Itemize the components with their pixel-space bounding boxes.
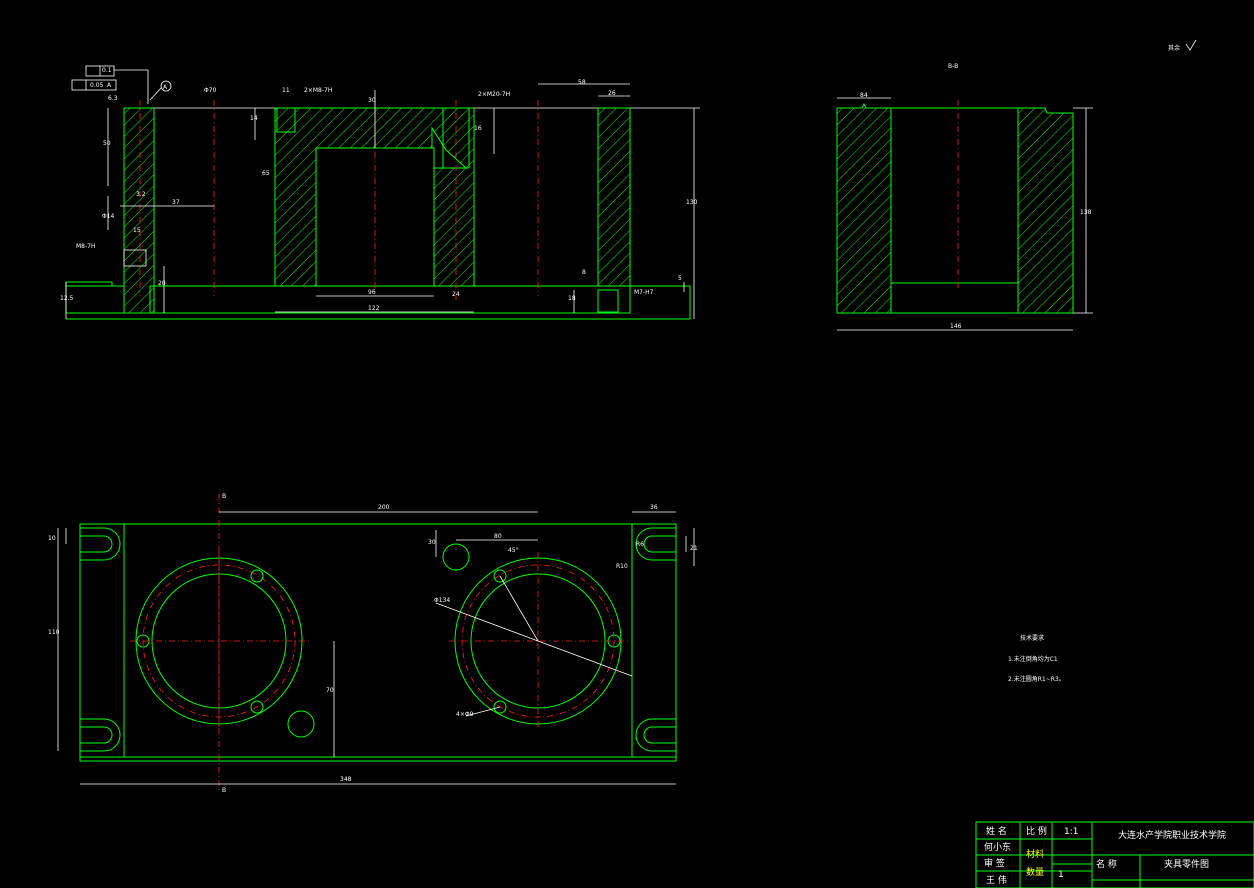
tb-name-label: 名 称 [1096, 858, 1117, 870]
roughness-note: 其余 [1168, 44, 1180, 52]
side-section-view [836, 97, 1093, 331]
top-dim-80: 80 [494, 533, 502, 540]
tb-r1c1: 姓 名 [986, 825, 1007, 837]
dim-phi14: Φ14 [102, 213, 115, 220]
dim-5: 5 [678, 275, 682, 282]
technical-notes: 技术要求 1.未注倒角均为C1 2.未注圆角R1~R3。 [1008, 634, 1065, 683]
tb-r1c2: 比 例 [1026, 825, 1047, 837]
title-block-text: 姓 名 比 例 1:1 何小东 材料 审 签 数量 1 王 伟 大连水产学院职业… [984, 825, 1226, 886]
dim-15: 15 [133, 227, 141, 234]
dim-3-2: 3.2 [136, 191, 146, 198]
top-dim-30: 30 [428, 539, 436, 546]
title-block [975, 821, 1254, 888]
side-dim-84: 84 [860, 92, 868, 99]
top-dim-348: 348 [340, 776, 352, 783]
top-dim-10: 10 [48, 535, 56, 542]
datum-a: A [163, 84, 168, 91]
notes-title: 技术要求 [1020, 634, 1044, 642]
dim-122: 122 [368, 305, 380, 312]
top-dim-r10: R10 [616, 563, 628, 570]
top-dim-r6: R6 [636, 541, 644, 548]
top-dim-21: 21 [690, 545, 698, 552]
dim-6-3: 6.3 [108, 95, 118, 102]
front-section-view [65, 65, 700, 320]
dim-8: 8 [582, 269, 586, 276]
top-dim-phi134: Φ134 [434, 597, 450, 604]
dim-m8: M8-7H [76, 243, 96, 250]
side-dim-138: 138 [1080, 209, 1092, 216]
side-dim-146: 146 [950, 323, 962, 330]
perp-value: 0.05 [90, 82, 104, 89]
tb-r1c3: 1:1 [1064, 827, 1078, 837]
b-mark-top: B [222, 493, 226, 500]
dim-20: 20 [158, 280, 166, 287]
tb-r4c1: 王 伟 [986, 874, 1007, 886]
b-mark-bottom: B [222, 787, 226, 794]
top-view [57, 494, 695, 792]
dim-m7: M7-H7 [634, 289, 654, 296]
dim-2m8: 2×M8-7H [304, 87, 332, 94]
tb-r2c1: 何小东 [984, 841, 1011, 853]
top-dim-45: 45° [508, 547, 519, 554]
top-dim-36: 36 [650, 504, 658, 511]
dim-130: 130 [686, 199, 698, 206]
tb-r3c3: 1 [1058, 870, 1064, 880]
front-view-labels: 0.1 0.05 A A Φ70 2×M8-7H 2×M20-7H 58 26 … [60, 67, 698, 312]
dim-14: 14 [250, 115, 258, 122]
top-dim-110: 110 [48, 629, 60, 636]
flatness-value: 0.1 [102, 67, 112, 74]
tb-drawing-name: 夹具零件图 [1164, 858, 1209, 870]
top-dim-70: 70 [326, 687, 334, 694]
perp-ref: A [107, 82, 112, 89]
dim-58: 58 [578, 79, 586, 86]
tb-r2c2: 材料 [1026, 848, 1044, 860]
top-dim-200: 200 [378, 504, 390, 511]
dim-11: 11 [282, 87, 290, 94]
top-dim-holes: 4×Φ9 [456, 711, 474, 718]
dim-37: 37 [172, 199, 180, 206]
dim-18: 18 [568, 295, 576, 302]
tb-r3c2: 数量 [1026, 866, 1044, 878]
tb-school: 大连水产学院职业技术学院 [1118, 829, 1226, 841]
dim-30: 30 [368, 97, 376, 104]
notes-line1: 1.未注倒角均为C1 [1008, 655, 1058, 663]
dim-12-5: 12.5 [60, 295, 74, 302]
roughness-icon [1185, 39, 1197, 51]
dim-16: 16 [474, 125, 482, 132]
dim-2m20: 2×M20-7H [478, 91, 510, 98]
dim-26: 26 [608, 90, 616, 97]
dim-24: 24 [452, 291, 460, 298]
top-view-labels: B B 200 36 10 110 21 30 45° 80 70 348 R6… [48, 493, 698, 794]
notes-line2: 2.未注圆角R1~R3。 [1008, 675, 1065, 683]
section-label: B-B [948, 63, 958, 70]
dim-50: 50 [103, 140, 111, 147]
dim-phi70: Φ70 [204, 87, 217, 94]
tb-r3c1: 审 签 [984, 857, 1005, 869]
dim-96: 96 [368, 289, 376, 296]
dim-65: 65 [262, 170, 270, 177]
